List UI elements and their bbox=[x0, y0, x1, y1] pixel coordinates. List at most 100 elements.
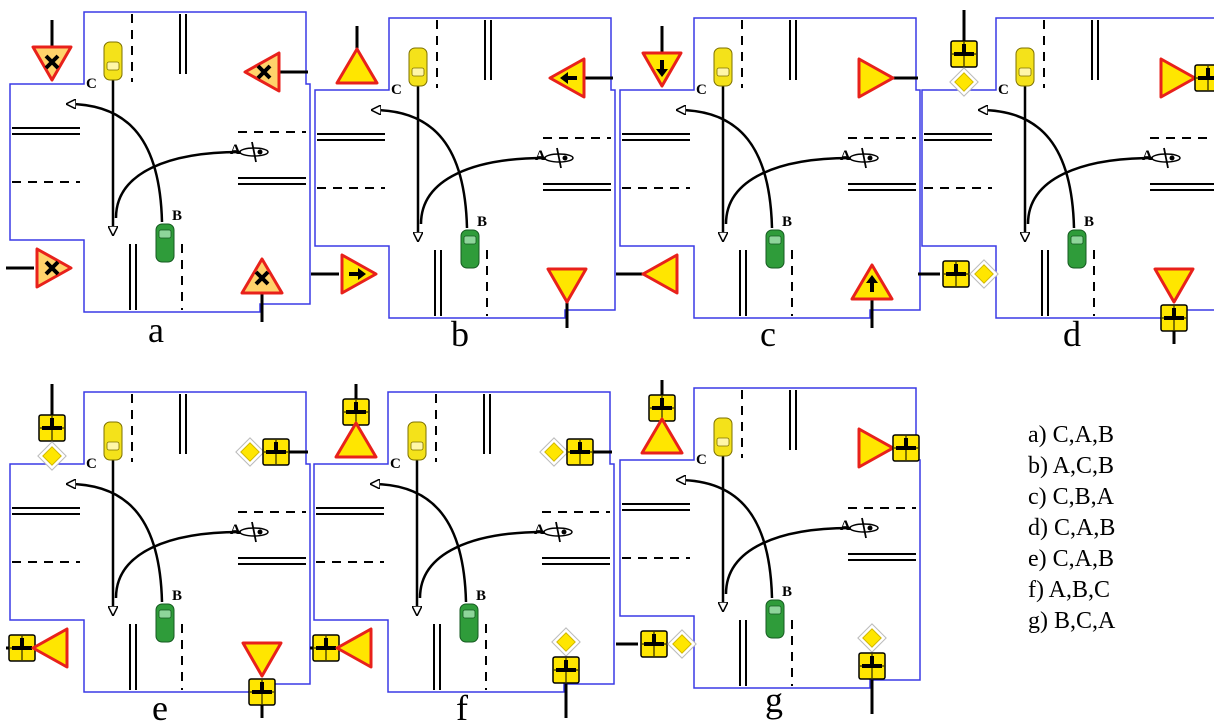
vehicle-paths bbox=[678, 456, 851, 610]
warning-triangle bbox=[335, 627, 373, 669]
intersection-panel-b: C A B bbox=[311, 17, 616, 328]
panel-label-d: d bbox=[1063, 314, 1081, 354]
vehicle-paths bbox=[678, 86, 851, 240]
sign-bl-priority-road-with-plate bbox=[918, 259, 999, 289]
vehicle-paths bbox=[373, 86, 546, 240]
answer-f: f) A,B,C bbox=[1028, 577, 1111, 603]
label-b: B bbox=[172, 588, 182, 604]
warning-triangle bbox=[857, 427, 895, 469]
car-c bbox=[1015, 47, 1035, 87]
intersection-outline bbox=[9, 11, 311, 313]
panel-label-g: g bbox=[765, 680, 783, 720]
path-b bbox=[678, 110, 774, 229]
car-c bbox=[407, 421, 427, 461]
label-a: A bbox=[1142, 148, 1153, 164]
arrow-icon bbox=[866, 275, 878, 292]
label-b: B bbox=[782, 584, 792, 600]
warning-triangle bbox=[31, 627, 69, 669]
label-a: A bbox=[840, 518, 851, 534]
motorcycle-a bbox=[849, 517, 879, 539]
sign-br-yield-with-plate bbox=[1153, 267, 1195, 344]
sign-tl-priority-road-with-plate bbox=[949, 10, 979, 97]
panel-label-a: a bbox=[148, 310, 164, 350]
path-a bbox=[1026, 156, 1153, 225]
label-b: B bbox=[172, 208, 182, 224]
sign-tl-priority-road-warning-with-plate bbox=[640, 380, 684, 455]
arrow-icon bbox=[560, 72, 577, 84]
panel-label-e: e bbox=[152, 688, 168, 728]
sign-bl-warning-arrow bbox=[311, 253, 378, 295]
path-b bbox=[678, 480, 774, 599]
answer-list: a) C,A,B b) A,C,B c) C,B,A d) C,A,B e) C… bbox=[1028, 420, 1178, 637]
sign-bl-priority-road-warning-with-plate bbox=[6, 627, 69, 669]
motorcycle-a bbox=[239, 521, 269, 543]
sign-bl-crossroad-warning bbox=[6, 247, 73, 289]
motorcycle-a bbox=[1151, 147, 1181, 169]
sign-tr-priority-road-with-plate bbox=[539, 437, 612, 467]
car-b bbox=[765, 599, 785, 639]
label-b: B bbox=[477, 214, 487, 230]
road-markings bbox=[622, 20, 916, 316]
arrow-icon bbox=[656, 60, 668, 77]
intersection-panel-f: CAB bbox=[310, 384, 615, 718]
cross-icon bbox=[44, 260, 60, 276]
car-c bbox=[103, 41, 123, 81]
intersection-panel-g: C A B bbox=[616, 380, 921, 714]
cross-icon bbox=[256, 64, 272, 80]
intersection-panel-d: CAB bbox=[918, 10, 1214, 344]
car-c bbox=[713, 417, 733, 457]
label-c: C bbox=[391, 82, 402, 98]
path-b bbox=[68, 104, 164, 223]
road-markings bbox=[317, 20, 611, 316]
warning-triangle bbox=[334, 421, 378, 459]
path-b bbox=[980, 110, 1076, 229]
road-markings bbox=[12, 14, 306, 310]
motorcycle-a bbox=[849, 147, 879, 169]
label-c: C bbox=[696, 82, 707, 98]
sign-bl-priority-road-with-plate bbox=[616, 629, 697, 659]
sign-tl-priority-road-warning-with-plate bbox=[334, 384, 378, 459]
road-markings bbox=[12, 394, 306, 690]
panel-label-f: f bbox=[456, 688, 468, 728]
road-markings bbox=[622, 390, 916, 686]
path-b bbox=[373, 110, 469, 229]
warning-triangle bbox=[641, 253, 679, 295]
sign-br-priority-road-with-plate bbox=[551, 627, 581, 718]
car-c bbox=[408, 47, 428, 87]
car-c bbox=[103, 421, 123, 461]
car-c bbox=[713, 47, 733, 87]
label-a: A bbox=[535, 148, 546, 164]
label-a: A bbox=[230, 142, 241, 158]
panel-label-b: b bbox=[451, 314, 469, 354]
sign-bl-priority-road-warning-with-plate bbox=[310, 627, 373, 669]
sign-tr-priority-road-with-plate bbox=[235, 437, 308, 467]
path-b bbox=[372, 484, 468, 603]
label-c: C bbox=[696, 452, 707, 468]
arrow-icon bbox=[349, 268, 366, 280]
sign-tl-priority-road-warning bbox=[335, 26, 379, 85]
sign-tl-warning-arrow bbox=[641, 26, 683, 88]
car-b bbox=[459, 603, 479, 643]
sign-tr-priority-road-warning bbox=[857, 57, 918, 99]
label-b: B bbox=[1084, 214, 1094, 230]
intersection-outline bbox=[313, 391, 615, 693]
motorcycle-a bbox=[544, 147, 574, 169]
motorcycle-a bbox=[543, 521, 573, 543]
path-a bbox=[724, 156, 851, 225]
vehicle-paths bbox=[372, 460, 545, 614]
yield-triangle bbox=[546, 267, 588, 304]
path-a bbox=[419, 156, 546, 225]
label-c: C bbox=[86, 456, 97, 472]
label-c: C bbox=[390, 456, 401, 472]
label-a: A bbox=[840, 148, 851, 164]
sign-tr-warning-arrow bbox=[548, 57, 613, 99]
answer-g: g) B,C,A bbox=[1028, 608, 1116, 634]
road-markings bbox=[316, 394, 610, 690]
sign-bl-priority-road-warning bbox=[616, 253, 679, 295]
path-b bbox=[68, 484, 164, 603]
sign-tr-priority-road-warning-with-plate bbox=[1159, 57, 1214, 99]
path-a bbox=[418, 530, 545, 599]
label-a: A bbox=[230, 522, 241, 538]
vehicle-paths bbox=[980, 86, 1153, 240]
